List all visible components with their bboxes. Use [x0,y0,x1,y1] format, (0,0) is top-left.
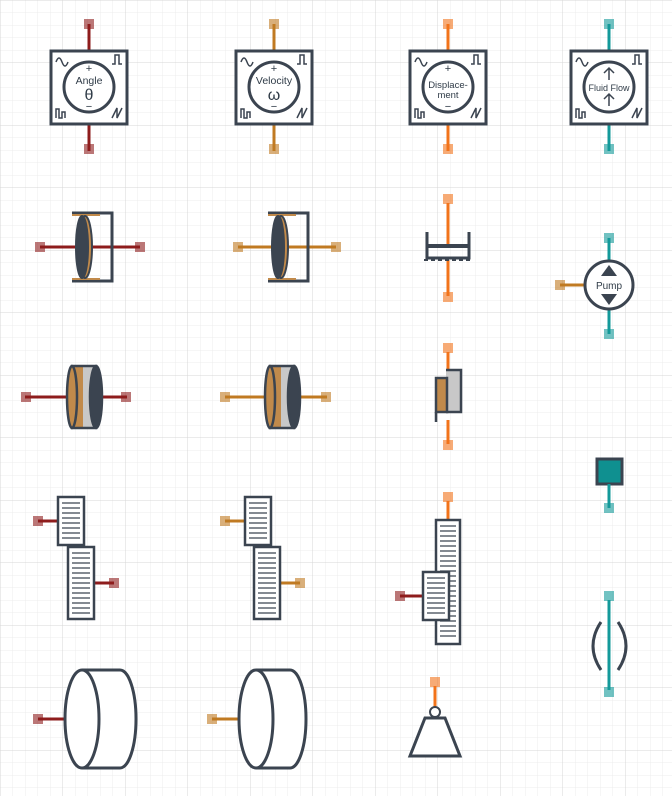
displacement-plus: + [445,63,451,75]
velocity-source-icon[interactable]: + Velocity ω − [234,19,314,154]
pump-label: Pump [596,281,623,292]
translational-damper-icon[interactable] [233,211,341,283]
ground-icon[interactable] [407,677,463,758]
displacement-minus: − [445,101,451,113]
velocity-symbol: ω [268,87,281,104]
rack-pinion-icon[interactable] [395,492,462,646]
pump-icon[interactable]: Pump [555,233,635,339]
angle-minus: − [86,101,92,113]
rotational-inertia-icon[interactable] [21,364,131,430]
angle-source-icon[interactable]: + Angle θ − [49,19,129,154]
displacement-damper-icon[interactable] [424,194,472,302]
fluid-flow-source-icon[interactable]: Fluid Flow [569,19,649,154]
velocity-label: Velocity [256,75,293,87]
fluid-flow-label: Fluid Flow [588,83,630,93]
displacement-source-icon[interactable]: + Displace- ment − [408,19,488,154]
velocity-gear-pair-icon[interactable] [220,495,305,621]
velocity-drum-icon[interactable] [207,668,308,770]
fluid-terminal-icon[interactable] [595,457,624,513]
rotational-damper-icon[interactable] [35,211,145,283]
angle-plus: + [86,63,92,75]
velocity-minus: − [271,101,277,113]
drum-icon[interactable] [33,668,138,770]
displacement-label-1: Displace- [428,80,468,91]
angle-symbol: θ [85,87,94,104]
velocity-inertia-icon[interactable] [220,364,331,430]
angle-label: Angle [76,75,103,87]
fluid-orifice-icon[interactable] [591,591,628,697]
velocity-plus: + [271,63,277,75]
displacement-label-2: ment [437,90,458,101]
translational-mass-icon[interactable] [434,343,463,450]
gear-pair-icon[interactable] [33,495,119,621]
